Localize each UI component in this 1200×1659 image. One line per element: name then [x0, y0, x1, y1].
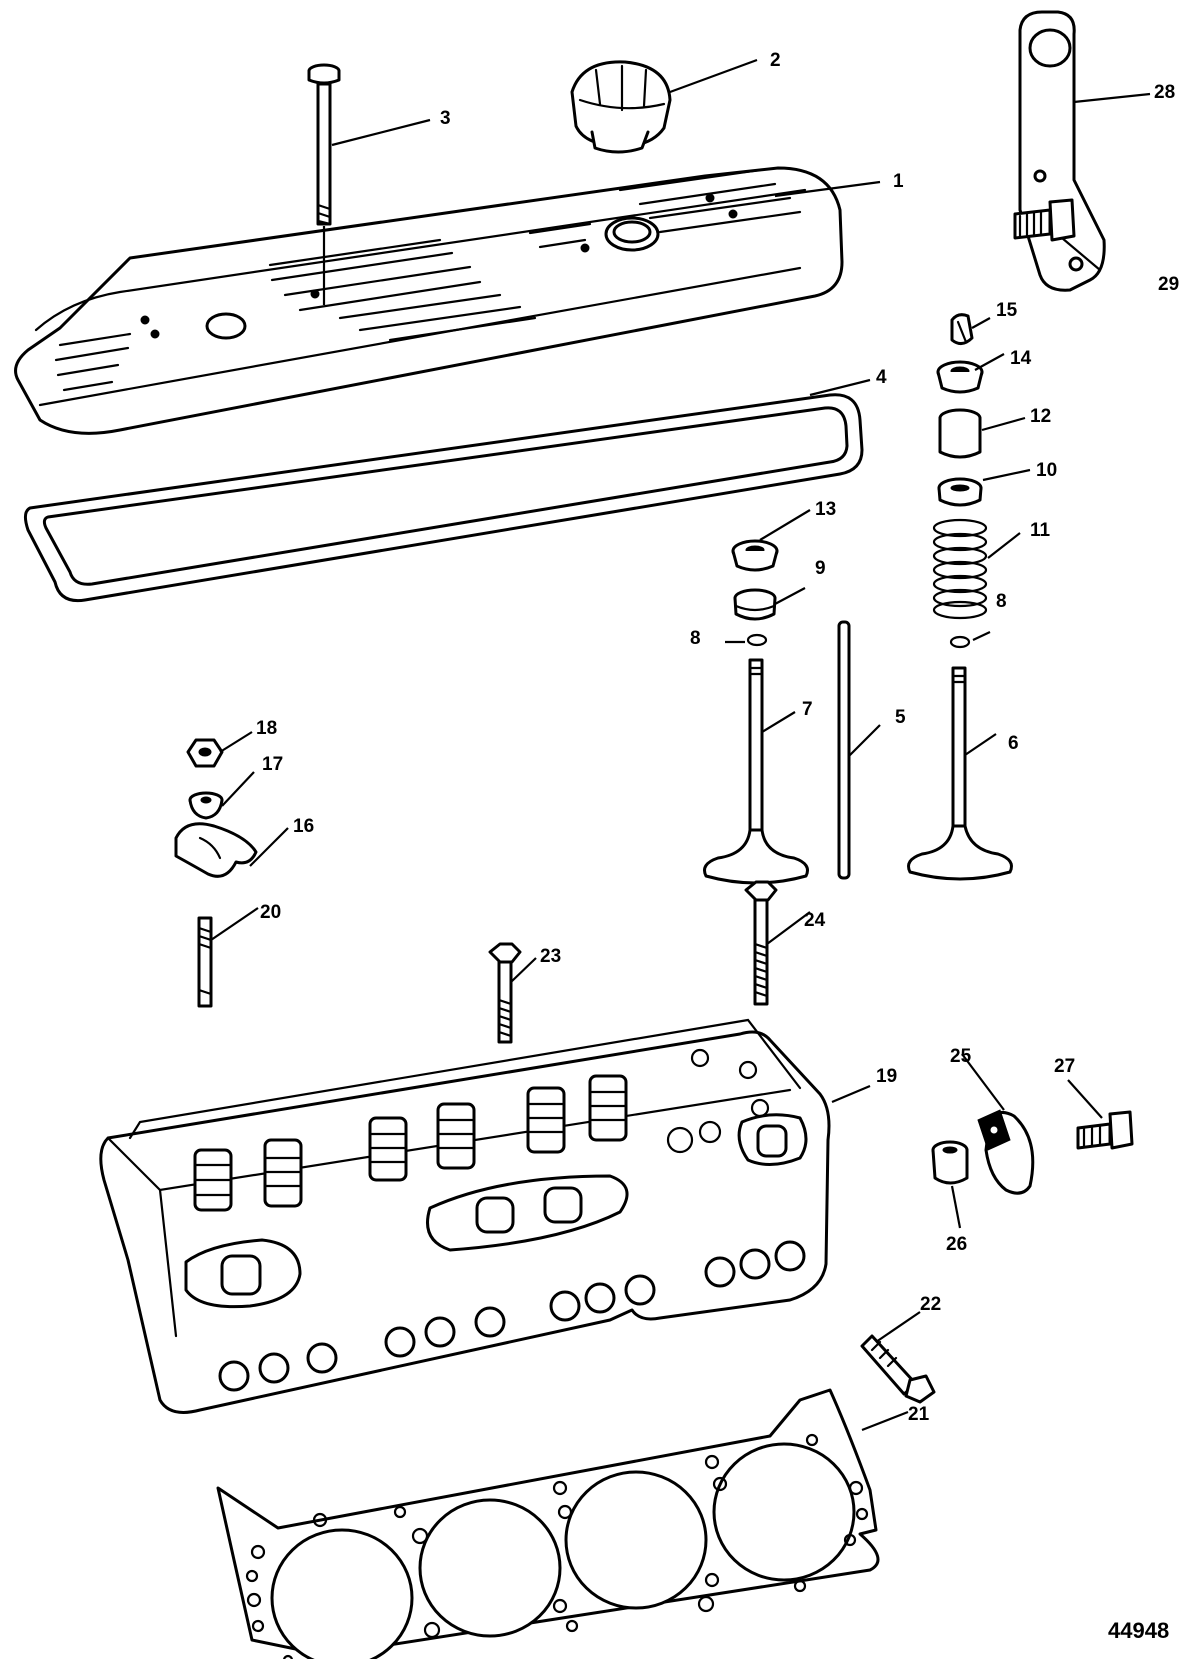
intake-valve [703, 658, 809, 885]
valve-spring [932, 518, 988, 620]
bolt-22 [860, 1334, 936, 1404]
callout-8a: 8 [690, 628, 701, 649]
callout-7: 7 [802, 699, 813, 720]
callout-13: 13 [815, 499, 836, 520]
callout-28: 28 [1154, 82, 1175, 103]
o-ring-8-right [949, 635, 971, 649]
lifting-bracket [1018, 10, 1106, 292]
callout-18: 18 [256, 718, 277, 739]
valve-cover [14, 166, 844, 435]
callout-17: 17 [262, 754, 283, 775]
head-bolt-23 [488, 942, 522, 1044]
callout-4: 4 [876, 367, 887, 388]
oil-shedder [936, 360, 984, 394]
rocker-arm [174, 822, 258, 878]
callout-21: 21 [908, 1404, 930, 1425]
valve-cover-bolt [307, 63, 341, 305]
valve-keeper [950, 313, 974, 345]
callout-27: 27 [1054, 1056, 1075, 1077]
exhaust-valve [907, 666, 1013, 881]
callout-6: 6 [1008, 733, 1019, 754]
figure-number: 44948 [1108, 1618, 1169, 1643]
callout-11: 11 [1030, 520, 1051, 541]
callout-12: 12 [1030, 406, 1051, 427]
head-gasket [216, 1388, 880, 1659]
valve-seal-9 [733, 588, 777, 621]
callout-labels: 1 2 3 4 5 6 7 8 8 9 10 11 12 13 14 15 16… [256, 50, 1179, 1425]
callout-24: 24 [804, 910, 826, 931]
oil-fill-cap [570, 60, 672, 154]
rocker-nut [186, 738, 224, 768]
head-springs [193, 1074, 628, 1212]
callout-2: 2 [770, 50, 781, 71]
callout-5: 5 [895, 707, 906, 728]
callout-26: 26 [946, 1234, 967, 1255]
bracket-bolt [1013, 198, 1076, 242]
callout-19: 19 [876, 1066, 897, 1087]
callout-22: 22 [920, 1294, 941, 1315]
cylinder-head [99, 1018, 831, 1414]
spacer-26 [931, 1140, 969, 1185]
clamp-25 [977, 1109, 1035, 1195]
head-bolt-24 [744, 880, 778, 1006]
callout-9: 9 [815, 558, 826, 579]
o-ring-8-center [746, 633, 768, 647]
callout-14: 14 [1010, 348, 1032, 369]
callout-23: 23 [540, 946, 561, 967]
callout-15: 15 [996, 300, 1018, 321]
bolt-27 [1076, 1110, 1134, 1150]
callout-29: 29 [1158, 274, 1179, 295]
oil-shedder-13 [731, 539, 779, 572]
valve-seal-10 [937, 477, 983, 507]
rocker-stud [197, 916, 213, 1008]
rocker-ball [188, 791, 224, 820]
valve-cover-fins [54, 168, 802, 392]
callout-3: 3 [440, 108, 451, 129]
leader-lines [210, 58, 1151, 1432]
callout-8b: 8 [996, 591, 1007, 612]
callout-20: 20 [260, 902, 281, 923]
valve-cover-gasket [23, 393, 864, 603]
callout-10: 10 [1036, 460, 1057, 481]
callout-16: 16 [293, 816, 314, 837]
push-rod [837, 620, 851, 880]
callout-25: 25 [950, 1046, 972, 1067]
callout-1: 1 [893, 171, 904, 192]
valve-rotator [938, 408, 982, 459]
head-gasket-holes [245, 1433, 869, 1659]
